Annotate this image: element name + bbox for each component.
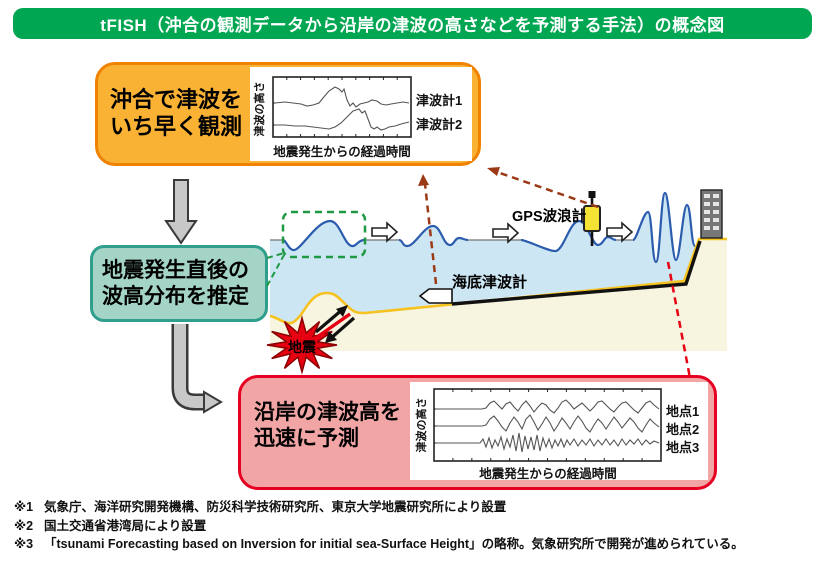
seabed-ground <box>270 238 727 351</box>
fault-arrow-up-head <box>336 305 348 317</box>
footnote-row: ※3 「tsunami Forecasting based on Inversio… <box>14 535 814 554</box>
callout-connector-top <box>266 252 285 259</box>
offshore-plot-frame <box>272 76 412 138</box>
flow-arrow-2-outline <box>171 324 204 411</box>
footnote-text: 国土交通省港湾局により設置 <box>44 518 207 533</box>
estimate-box-label: 地震発生直後の 波高分布を推定 <box>102 259 249 308</box>
gps-buoy-label: GPS波浪計 <box>512 209 587 225</box>
coastal-chart-xlabel: 地震発生からの経過時間 <box>479 467 617 481</box>
coastal-plot-frame <box>433 388 662 462</box>
footnote-row: ※1 気象庁、海洋研究開発機構、防災科学技術研究所、東京大学地震研究所により設置 <box>14 498 814 517</box>
seafloor-gauge-device <box>418 288 453 304</box>
callout-connector-bottom <box>266 254 285 287</box>
data-arrow-from-gps-buoy-head <box>487 167 500 176</box>
gps-buoy-antenna <box>588 191 596 198</box>
forecast-box-label: 沿岸の津波高を 迅速に予測 <box>254 401 401 450</box>
flow-arrow-2 <box>174 324 204 408</box>
fault-arrow-down <box>328 316 356 341</box>
waveform-trace-2 <box>436 414 660 433</box>
footnote-text: 気象庁、海洋研究開発機構、防災科学技術研究所、東京大学地震研究所により設置 <box>44 500 507 514</box>
footnote-marker: ※3 <box>14 537 34 551</box>
waveform-trace-2 <box>275 108 410 131</box>
propagation-arrow-1 <box>371 221 399 243</box>
coastal-series-1-label: 地点1 <box>666 404 700 419</box>
footnote-marker: ※1 <box>14 500 34 514</box>
title-bar: tFISH（沖合の観測データから沿岸の津波の高さなどを予測する手法）の概念図 <box>13 8 812 39</box>
fault-arrow-down-head <box>325 331 337 343</box>
data-arrow-from-seafloor-gauge-head <box>418 174 429 186</box>
coastal-building <box>700 189 723 239</box>
coastal-series-2-label: 地点2 <box>666 422 700 437</box>
propagation-arrow-3 <box>606 221 634 243</box>
seafloor-gauge-label: 海底津波計 <box>452 274 528 291</box>
offshore-chart-ylabel: 津波の高さ <box>254 81 266 137</box>
flow-arrow-2-head <box>203 390 223 414</box>
propagation-arrow-2 <box>492 222 520 244</box>
waveform-trace-1 <box>436 399 660 414</box>
forecast-connector-line <box>666 261 692 379</box>
data-arrow-from-seafloor-gauge <box>423 183 438 285</box>
gps-buoy-body <box>583 205 601 232</box>
wave-coastal <box>631 191 697 264</box>
coastal-chart-inset <box>410 382 708 480</box>
waveform-trace-3 <box>436 432 660 453</box>
offshore-box-label: 沖合で津波を いち早く観測 <box>110 87 243 139</box>
initial-wave-callout-rect <box>281 210 367 259</box>
waveform-trace-1 <box>274 86 410 108</box>
offshore-chart-xlabel: 地震発生からの経過時間 <box>273 145 411 159</box>
coastal-chart-plot <box>433 388 662 462</box>
footnote-marker: ※2 <box>14 518 34 533</box>
building-windows <box>704 194 719 230</box>
offshore-series-2-label: 津波計2 <box>416 117 463 132</box>
sea-water <box>270 193 695 324</box>
footnote-text: 「tsunami Forecasting based on Inversion … <box>44 537 744 551</box>
wave-initial <box>282 219 365 252</box>
earthquake-label: 地震 <box>288 339 316 355</box>
offshore-chart-plot <box>272 76 412 138</box>
fault-arrow-up <box>314 307 345 334</box>
flow-arrow-1 <box>164 179 198 245</box>
offshore-chart-inset <box>250 67 472 161</box>
page-title: tFISH（沖合の観測データから沿岸の津波の高さなどを予測する手法）の概念図 <box>100 16 725 35</box>
coastal-series-3-label: 地点3 <box>666 440 700 455</box>
wave-propagating <box>398 224 469 248</box>
offshore-series-1-label: 津波計1 <box>416 93 463 108</box>
footnote-row: ※2 国土交通省港湾局により設置 <box>14 517 814 536</box>
coastal-chart-ylabel: 津波の高さ <box>416 397 428 453</box>
wave-estimation-box <box>90 245 268 322</box>
data-arrow-from-gps-buoy <box>496 170 599 209</box>
